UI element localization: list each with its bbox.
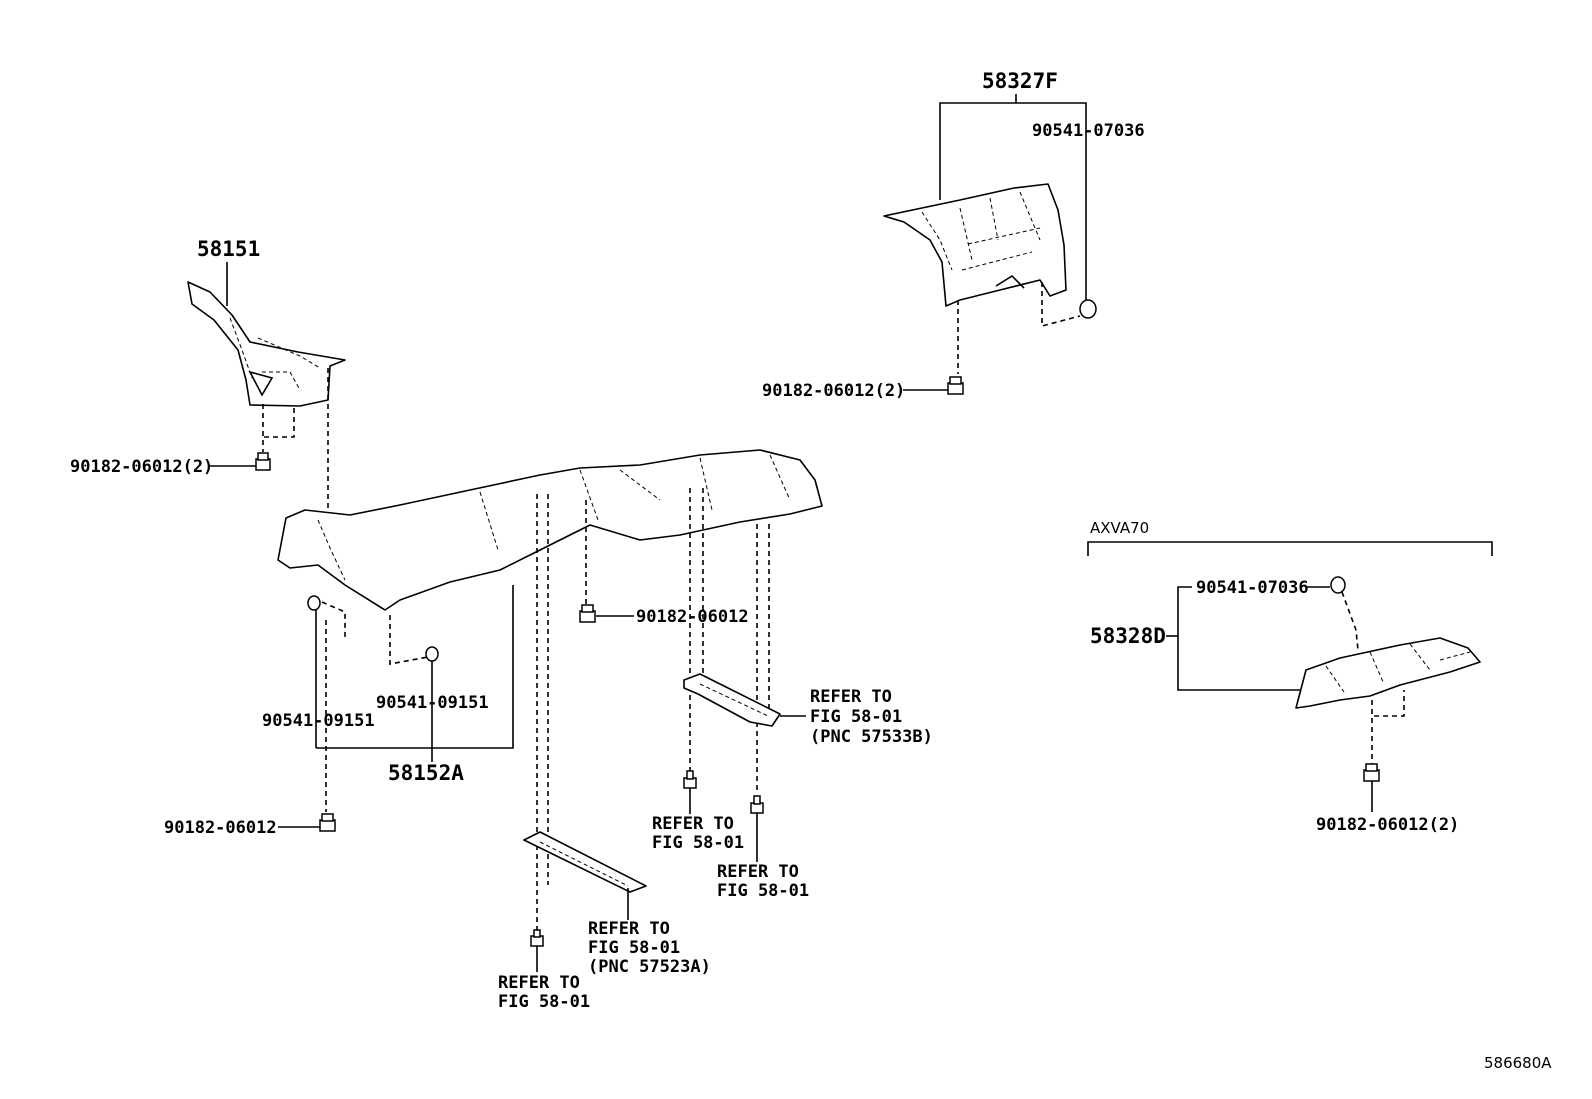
nut-left-upper-icon xyxy=(255,452,271,471)
bolt-center-lower-icon xyxy=(530,929,544,947)
label-clip-axva: 90541-07036 xyxy=(1196,578,1309,598)
refer-bolt-right-a-line2: FIG 58-01 xyxy=(652,833,744,853)
label-nut-left-upper: 90182-06012(2) xyxy=(70,457,213,477)
nut-center-icon xyxy=(579,604,596,623)
part-58151-shape xyxy=(187,281,346,407)
refer-bolt-center-line1: REFER TO xyxy=(498,973,580,993)
part-58327F-shape xyxy=(883,183,1067,307)
refer-57523A-line2: FIG 58-01 xyxy=(588,938,680,958)
label-clip-right-upper: 90541-07036 xyxy=(1032,121,1145,141)
part-58152A-shape xyxy=(277,449,823,611)
label-58151: 58151 xyxy=(197,237,260,261)
label-58152A: 58152A xyxy=(388,761,464,785)
clip-axva-icon xyxy=(1330,576,1346,594)
label-variant: AXVA70 xyxy=(1090,519,1149,537)
refer-57533B-line2: FIG 58-01 xyxy=(810,707,902,727)
refer-bolt-right-b-line2: FIG 58-01 xyxy=(717,881,809,901)
label-nut-left-lower: 90182-06012 xyxy=(164,818,277,838)
bolt-right-b-icon xyxy=(750,795,764,814)
bracket-57523A-shape xyxy=(523,831,647,893)
diagram-id: 586680A xyxy=(1484,1054,1552,1072)
clip-left-b-icon xyxy=(425,646,439,662)
clip-left-a-icon xyxy=(307,595,321,611)
clip-right-upper-icon xyxy=(1079,299,1097,319)
refer-57533B-line3: (PNC 57533B) xyxy=(810,727,933,747)
label-clip-left-a: 90541-09151 xyxy=(262,711,375,731)
refer-57523A-line1: REFER TO xyxy=(588,919,670,939)
nut-left-lower-icon xyxy=(319,813,336,832)
nut-right-upper-icon xyxy=(947,376,964,395)
refer-57523A-line3: (PNC 57523A) xyxy=(588,957,711,977)
label-58328D: 58328D xyxy=(1090,624,1166,648)
label-nut-axva: 90182-06012(2) xyxy=(1316,815,1459,835)
bracket-57533B-shape xyxy=(683,673,781,727)
bolt-right-a-icon xyxy=(683,770,697,789)
label-nut-right-upper: 90182-06012(2) xyxy=(762,381,905,401)
label-nut-center: 90182-06012 xyxy=(636,607,749,627)
part-58328D-shape xyxy=(1295,637,1481,709)
label-clip-left-b: 90541-09151 xyxy=(376,693,489,713)
refer-57533B-line1: REFER TO xyxy=(810,687,892,707)
nut-axva-icon xyxy=(1363,763,1380,782)
refer-bolt-right-a-line1: REFER TO xyxy=(652,814,734,834)
refer-bolt-right-b-line1: REFER TO xyxy=(717,862,799,882)
refer-bolt-center-line2: FIG 58-01 xyxy=(498,992,590,1012)
label-58327F: 58327F xyxy=(982,69,1058,93)
